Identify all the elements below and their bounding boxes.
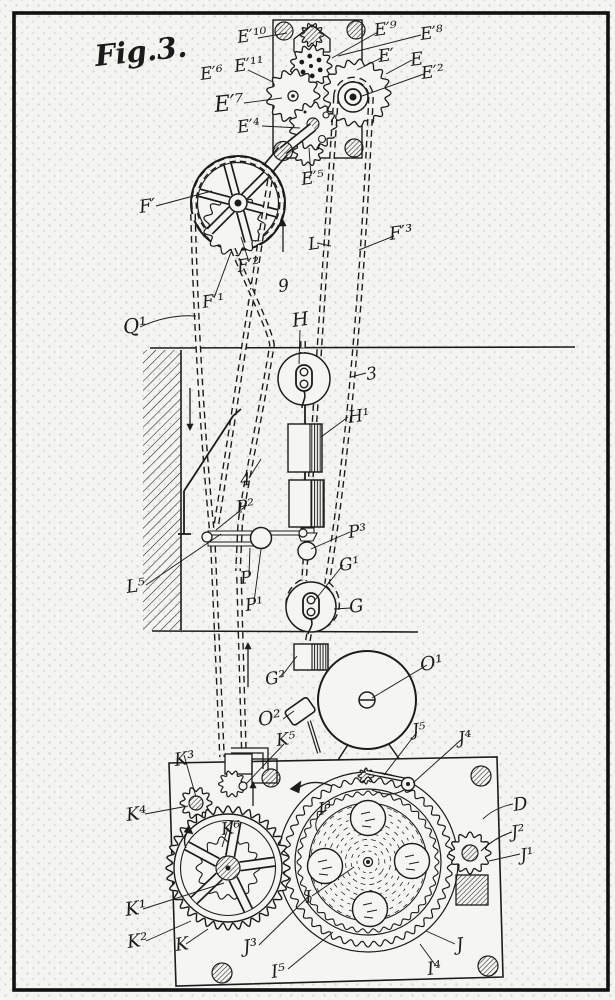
fig-caption: Fig.3. xyxy=(92,30,188,74)
label-k-4: K⁴ xyxy=(124,802,148,826)
label-l: L xyxy=(306,234,321,256)
label-p-2: P² xyxy=(234,496,256,519)
label-o-1: O¹ xyxy=(419,651,445,676)
label-l-5: L⁵ xyxy=(124,574,147,598)
label-g-1: G¹ xyxy=(338,553,361,576)
label-e-prime-9: E′⁹ xyxy=(372,18,399,41)
label-9: 9 xyxy=(277,276,291,297)
reference-labels: Fig.3. E′¹⁰ E′⁹ E′⁸ E′ EE′² E′⁶ E′¹¹ E′⁷E′⁴ E′⁵ F′… xyxy=(92,18,535,983)
label-i-5: I⁵ xyxy=(269,960,287,983)
label-e-prime-8: E′⁸ xyxy=(418,22,445,45)
label-e-prime-4: E′⁴ xyxy=(235,115,262,138)
label-d: D xyxy=(511,793,530,816)
label-k-1: K¹ xyxy=(123,896,149,921)
label-j-4: J⁴ xyxy=(454,727,473,749)
label-3: 3 xyxy=(365,364,379,385)
label-h: H xyxy=(290,308,311,332)
leader-lines xyxy=(139,31,521,970)
label-e-prime-2: E′² xyxy=(419,61,446,84)
pulleys-and-weights xyxy=(178,81,369,687)
figure-border xyxy=(12,11,610,992)
label-k: K xyxy=(173,933,192,956)
label-f-prime-2: F′² xyxy=(235,254,261,277)
label-e-prime-11: E′¹¹ xyxy=(232,53,265,77)
label-g: G xyxy=(348,595,365,618)
label-j-5: J⁵ xyxy=(408,719,427,741)
label-e-prime-7: E′⁷ xyxy=(212,90,245,118)
label-o-2: O² xyxy=(257,706,283,731)
label-e-prime: E′ xyxy=(376,45,396,67)
label-j-1: J¹ xyxy=(516,844,535,866)
label-f-prime-3: F′³ xyxy=(387,221,414,245)
label-i-4: I⁴ xyxy=(425,957,443,980)
label-p-1: P¹ xyxy=(243,594,265,616)
label-e: E xyxy=(408,48,425,71)
label-k-3: K³ xyxy=(172,747,196,771)
label-i-3: I³ xyxy=(316,798,333,820)
label-p-3: P³ xyxy=(346,521,368,544)
label-e-prime-10: E′¹⁰ xyxy=(235,24,269,48)
label-4: 4 xyxy=(238,470,252,491)
label-q-1: Q¹ xyxy=(121,312,149,339)
label-f-prime-1: F′¹ xyxy=(200,290,226,313)
label-e-prime-5: E′⁵ xyxy=(299,167,326,190)
label-e-prime-6: E′⁶ xyxy=(198,62,225,85)
wall-and-floor xyxy=(143,346,576,633)
label-j-2: J² xyxy=(507,821,526,843)
label-k-5: K⁵ xyxy=(274,728,297,751)
top-gear-train xyxy=(190,19,392,257)
label-f-prime: F′ xyxy=(137,195,157,218)
label-j-3: J³ xyxy=(238,935,259,958)
label-h-1: H¹ xyxy=(346,405,371,428)
label-p: P xyxy=(238,567,254,589)
base-gear-train xyxy=(165,747,504,987)
label-i: I xyxy=(303,887,314,908)
label-k-6: K⁶ xyxy=(219,817,242,840)
label-k-2: K² xyxy=(125,929,149,953)
label-g-2: G² xyxy=(264,667,287,690)
